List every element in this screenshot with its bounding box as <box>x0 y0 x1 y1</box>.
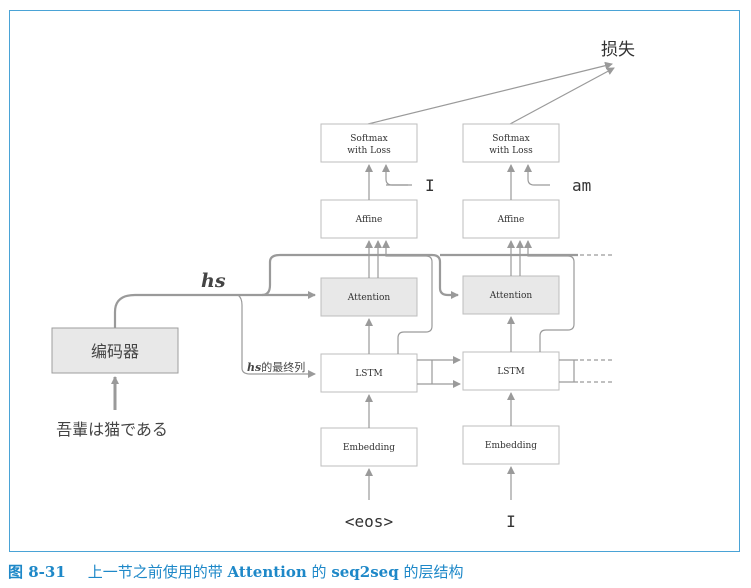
softmax-label-1b: with Loss <box>347 146 391 156</box>
hs-last-arrow <box>237 294 316 378</box>
embedding-label-1: Embedding <box>343 443 395 453</box>
input-sentence: 吾輩は猫である <box>56 420 168 439</box>
caption-text-3: 的层结构 <box>398 563 464 581</box>
figure-frame <box>9 10 740 552</box>
hs-last-label: hs的最终列 <box>247 360 305 374</box>
lstm-label-1: LSTM <box>355 369 382 379</box>
encoder-box <box>51 327 179 374</box>
lstm-label-2: LSTM <box>497 367 524 377</box>
softmax-label-2a: Softmax <box>492 134 530 144</box>
affine-label-1: Affine <box>355 215 383 225</box>
softmax-label-2b: with Loss <box>489 146 533 156</box>
caption-text-1: 上一节之前使用的带 <box>87 563 228 581</box>
softmax-box-1 <box>320 123 418 163</box>
column-2-arrows <box>507 164 578 500</box>
target-1: I <box>425 176 435 195</box>
embedding-box-2 <box>462 425 560 465</box>
attention-box-2 <box>462 275 560 315</box>
column-1-arrows <box>365 164 461 500</box>
input-1: <eos> <box>345 512 393 531</box>
softmax-box-2 <box>462 123 560 163</box>
hs-path <box>113 253 459 328</box>
hs-label: hs <box>201 270 226 292</box>
attention-label-1: Attention <box>347 293 391 303</box>
figure-caption: 图 8-31 上一节之前使用的带 Attention 的 seq2seq 的层结构 <box>8 561 463 582</box>
embedding-box-1 <box>320 427 418 467</box>
seq2seq-diagram: 损失 编码器 吾輩は猫である hs hs的最终列 Softmax with Lo… <box>51 40 635 531</box>
affine-label-2: Affine <box>497 215 525 225</box>
caption-word-attention: Attention <box>227 563 307 581</box>
loss-arrows <box>367 61 615 125</box>
encoder-label: 编码器 <box>91 342 139 361</box>
caption-word-seq2seq: seq2seq <box>331 563 399 581</box>
attention-label-2: Attention <box>489 291 533 301</box>
input-2: I <box>506 512 516 531</box>
affine-box-2 <box>462 199 560 239</box>
softmax-label-1a: Softmax <box>350 134 388 144</box>
loss-label: 损失 <box>601 40 635 60</box>
target-2: am <box>572 176 591 195</box>
figure-number: 图 8-31 <box>8 563 66 581</box>
embedding-label-2: Embedding <box>485 441 537 451</box>
caption-text-2: 的 <box>306 563 332 581</box>
